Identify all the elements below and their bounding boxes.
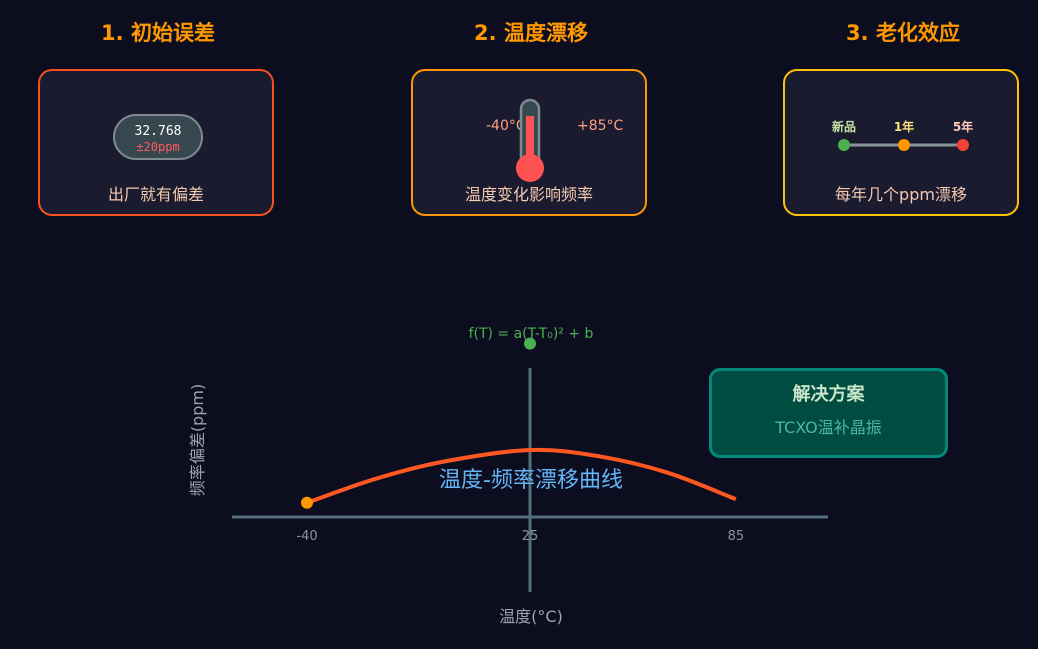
card-aging: 新品 1年 5年 每年几个ppm漂移 — [783, 69, 1019, 216]
section-title-aging: 3. 老化效应 — [846, 21, 960, 45]
crystal-tolerance: ±20ppm — [136, 140, 180, 154]
aging-label-new: 新品 — [831, 120, 857, 134]
solution-subtitle: TCXO温补晶振 — [775, 418, 882, 437]
card-temperature-drift: -40°C +85°C 温度变化影响频率 — [411, 69, 647, 216]
x-axis-label: 温度(°C) — [499, 607, 563, 626]
card-initial-error: 32.768 ±20ppm 出厂就有偏差 — [38, 69, 274, 216]
aging-label-5yr: 5年 — [952, 120, 974, 134]
solution-title: 解决方案 — [792, 384, 865, 405]
aging-dot-5yr — [957, 139, 969, 151]
crystal-oscillator-icon: 32.768 ±20ppm — [113, 114, 203, 160]
formula-text: f(T) = a(T-T₀)² + b — [469, 326, 594, 342]
aging-dot-new — [838, 139, 850, 151]
card-caption-temperature-drift: 温度变化影响频率 — [464, 185, 593, 204]
thermometer-icon — [516, 98, 544, 182]
card-caption-aging: 每年几个ppm漂移 — [835, 185, 967, 204]
curve-title: 温度-频率漂移曲线 — [439, 468, 623, 493]
drift-curve — [306, 447, 737, 505]
temp-high-label: +85°C — [577, 118, 624, 134]
crystal-frequency: 32.768 — [134, 124, 182, 139]
y-axis-label: 频率偏差(ppm) — [188, 384, 207, 496]
x-tick-label: 25 — [522, 529, 539, 544]
section-title-temperature-drift: 2. 温度漂移 — [474, 21, 588, 45]
chart-marker — [524, 337, 536, 350]
x-tick-label: -40 — [296, 529, 317, 544]
section-title-initial-error: 1. 初始误差 — [101, 21, 215, 45]
aging-label-1yr: 1年 — [893, 120, 915, 134]
chart-marker — [301, 496, 313, 509]
solution-box: 解决方案 TCXO温补晶振 — [709, 368, 948, 458]
temp-low-label: -40°C — [486, 118, 526, 134]
x-tick-label: 85 — [728, 529, 745, 544]
aging-dot-1yr — [898, 139, 910, 151]
card-caption-initial-error: 出厂就有偏差 — [107, 185, 204, 204]
aging-timeline — [838, 139, 969, 151]
